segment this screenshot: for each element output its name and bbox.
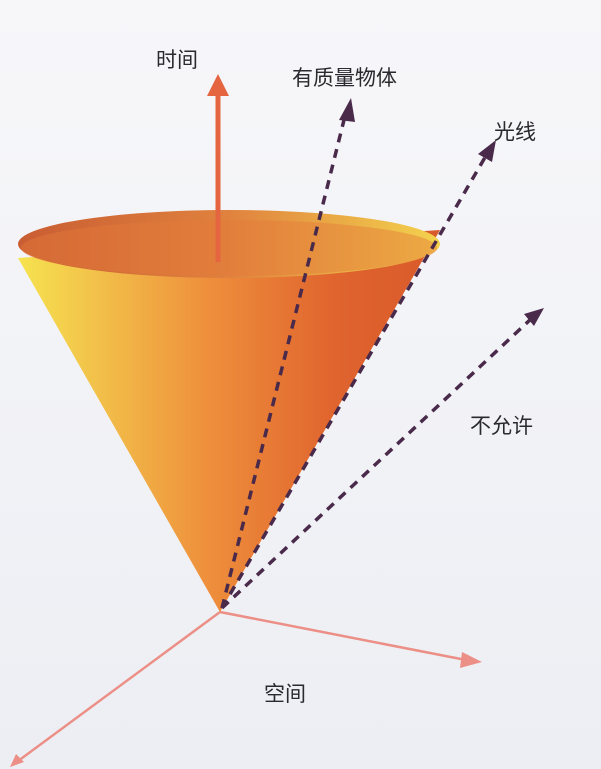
space-axis-right-arrowhead <box>460 652 482 668</box>
space-axis-left <box>13 610 221 766</box>
forbidden-worldline <box>220 316 534 610</box>
space-axis-label: 空间 <box>264 682 306 706</box>
light-ray-worldline <box>220 153 489 609</box>
massive-object-arrowhead <box>339 98 355 122</box>
light-cone <box>18 210 440 612</box>
light-label: 光线 <box>494 120 536 144</box>
space-axis-right <box>219 610 467 662</box>
time-axis-arrowhead <box>207 74 229 96</box>
massive-object-label: 有质量物体 <box>292 66 397 90</box>
cone-rim <box>18 210 440 278</box>
space-axis-left-arrowhead <box>10 754 24 767</box>
worldline-arrows <box>220 98 544 610</box>
light-ray-arrowhead <box>478 140 496 162</box>
not-allowed-label: 不允许 <box>470 414 533 438</box>
forbidden-arrowhead <box>524 308 544 326</box>
time-axis-label: 时间 <box>156 48 198 72</box>
massive-object-worldline <box>220 111 348 609</box>
cone-rim-shade <box>21 220 437 276</box>
time-axis <box>207 74 229 262</box>
cone-body <box>18 230 440 612</box>
space-axes <box>10 610 482 767</box>
